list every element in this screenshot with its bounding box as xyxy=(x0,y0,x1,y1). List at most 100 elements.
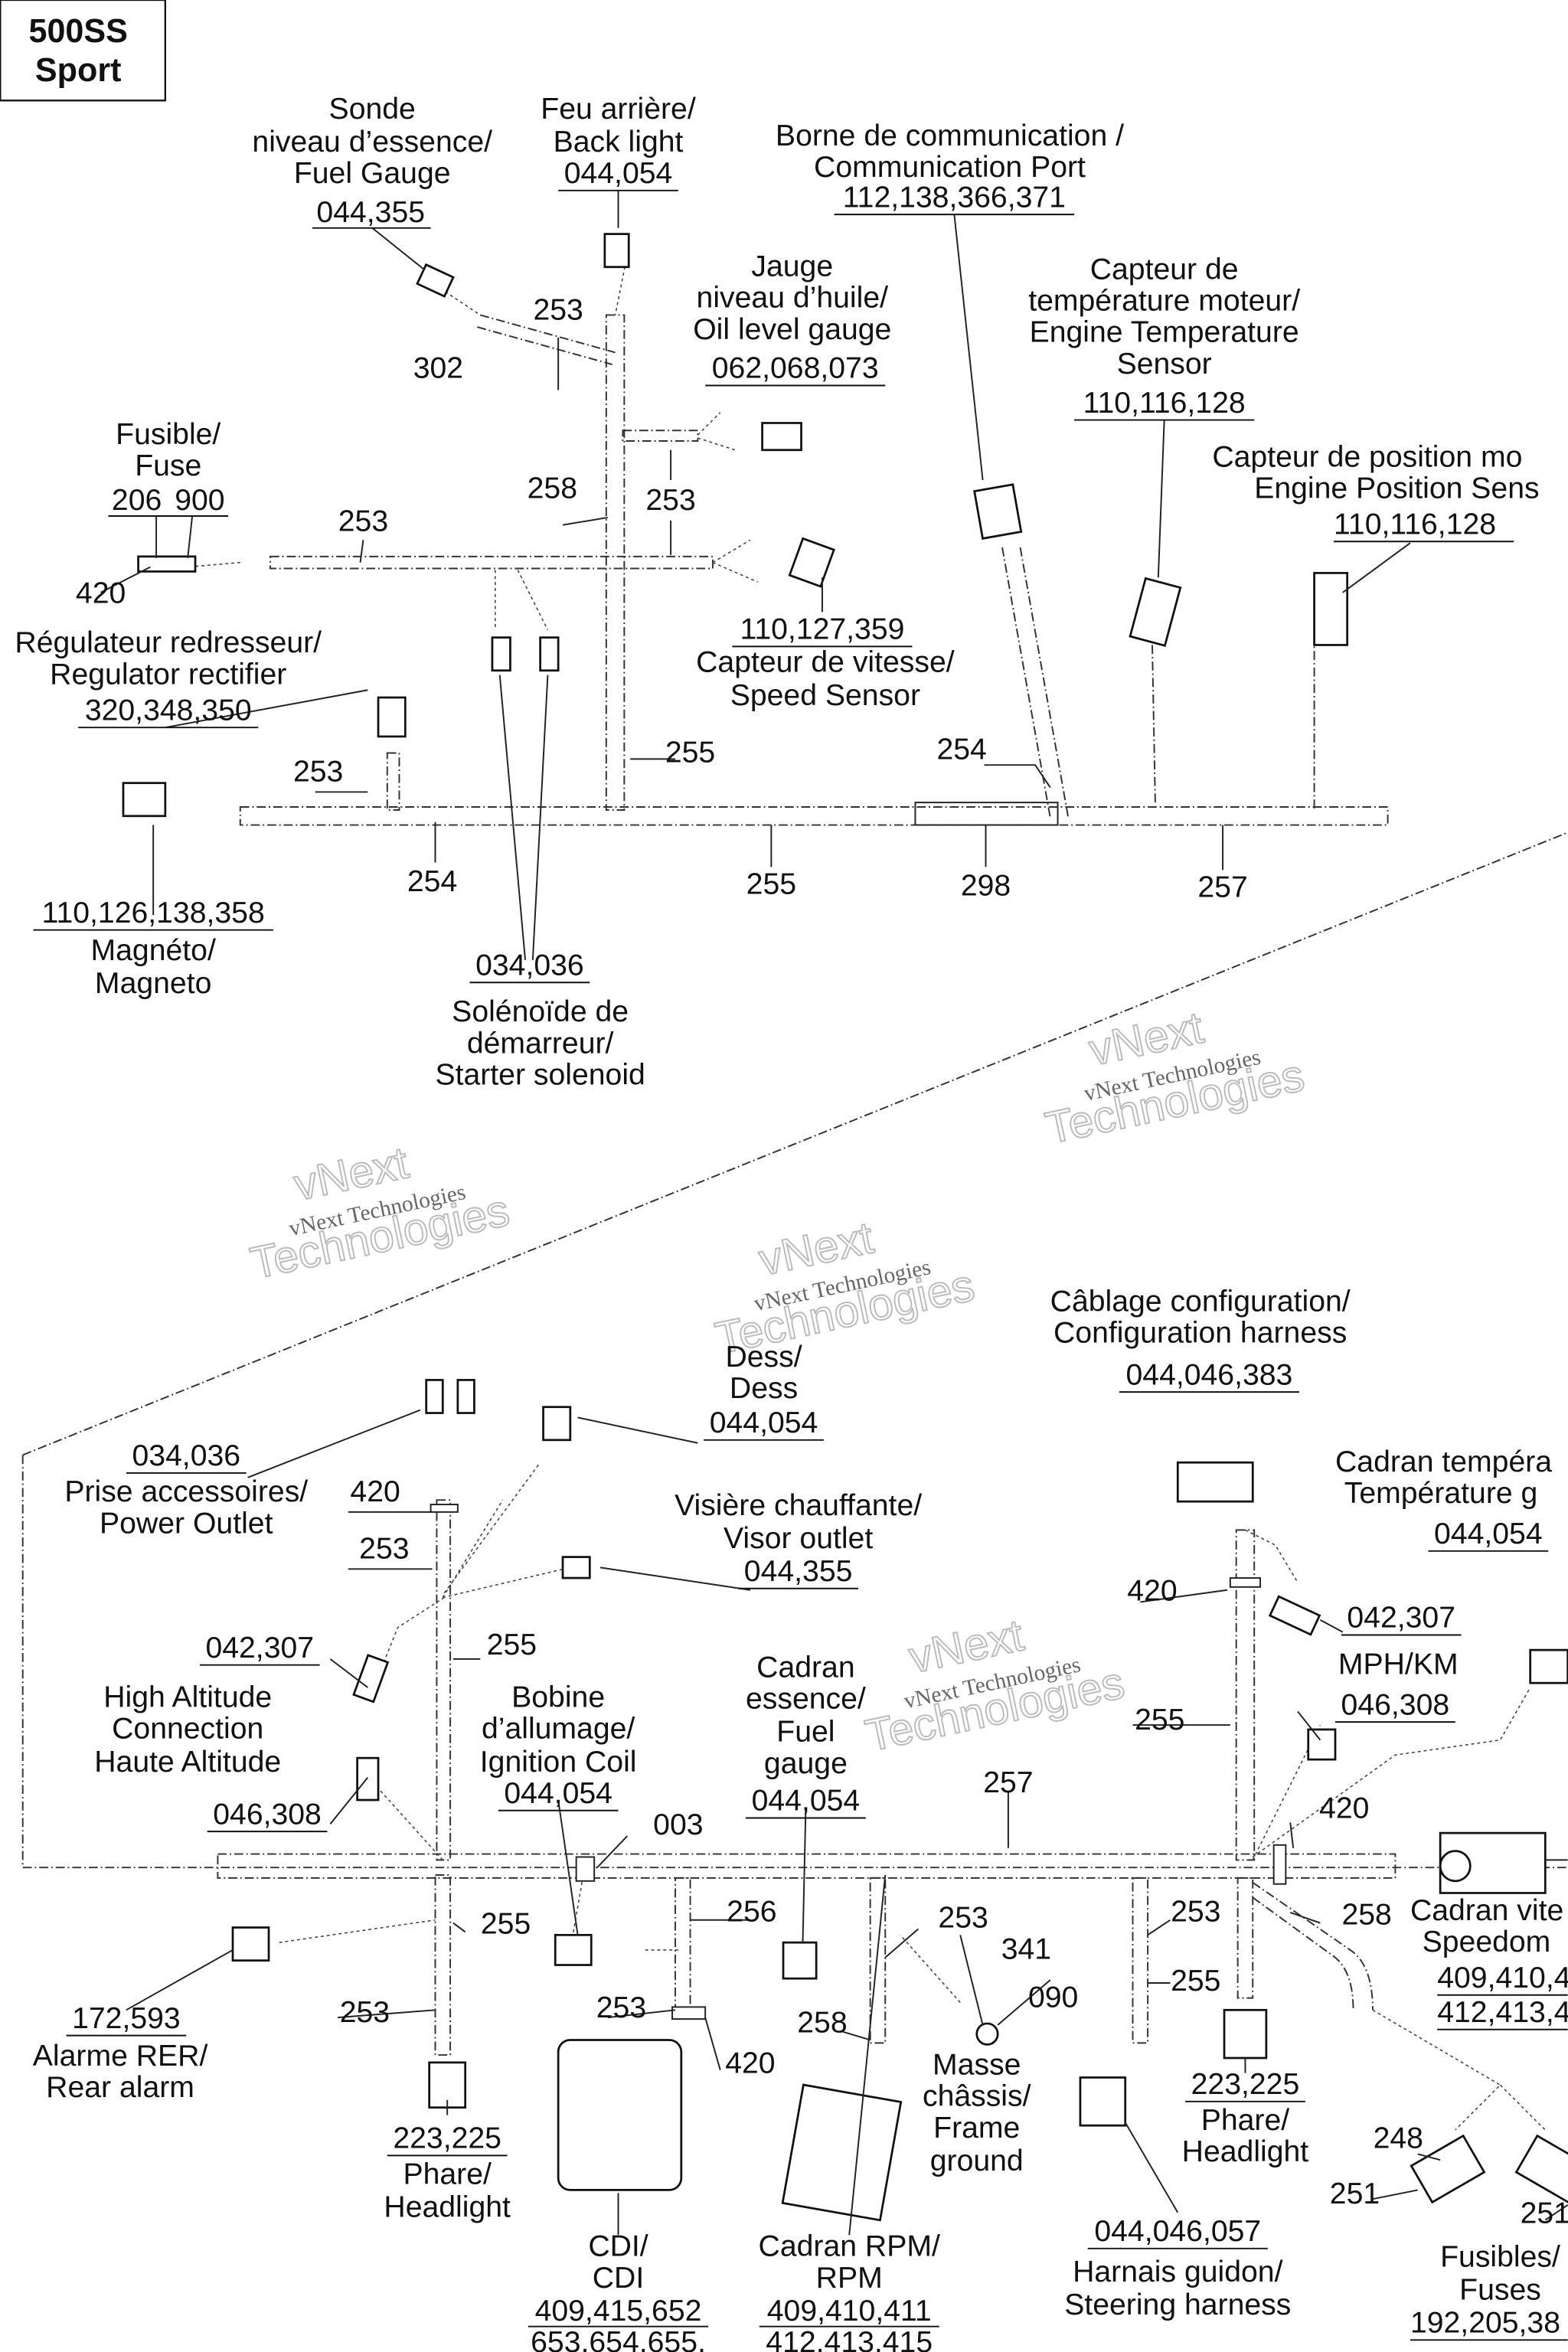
label-line: démarreur/ xyxy=(467,1027,614,1060)
regulator-connector xyxy=(377,696,407,738)
top-connectors xyxy=(122,233,1349,818)
label-ignition-coil: Bobine d’allumage/ Ignition Coil 044,054 xyxy=(480,1681,636,1811)
bottom-wire-numbers: 420 253 255 003 257 420 255 420 255 256 … xyxy=(340,1475,1392,2079)
label-cdi: CDI/ CDI 409,415,652 653,654,655, xyxy=(528,2230,709,2352)
high-altitude-connector xyxy=(352,1654,390,1704)
wire-number: 255 xyxy=(665,736,715,769)
part-numbers: 044,054 xyxy=(752,1785,861,1818)
comm-port-connector xyxy=(973,483,1023,540)
part-numbers: 206 xyxy=(112,484,162,517)
label-line: Headlight xyxy=(1182,2135,1309,2168)
config-harness-connector xyxy=(1176,1461,1254,1503)
part-numbers: 172,593 xyxy=(72,2002,181,2035)
label-line: Cadran tempéra xyxy=(1335,1446,1552,1478)
part-numbers: 034,036 xyxy=(475,949,584,982)
label-line: Alarme RER/ xyxy=(33,2040,208,2073)
part-numbers: 044,054 xyxy=(1434,1517,1543,1550)
label-line: CDI/ xyxy=(588,2230,648,2263)
label-line: Engine Position Sens xyxy=(1254,472,1539,505)
frame-ground-terminal xyxy=(975,2022,999,2046)
label-regulator: Régulateur redresseur/ Regulator rectifi… xyxy=(15,626,322,729)
label-line: Sensor xyxy=(1117,348,1212,381)
part-numbers: 110,116,128 xyxy=(1083,387,1246,420)
wire-number: 255 xyxy=(481,1907,531,1940)
wire-number: 256 xyxy=(727,1896,776,1929)
wire-number: 420 xyxy=(725,2047,775,2080)
temp-gauge-connector xyxy=(1529,1648,1568,1684)
mph-km-connector xyxy=(1268,1595,1321,1636)
wire-number: 420 xyxy=(350,1475,400,1508)
label-line: ground xyxy=(930,2145,1024,2177)
label-line: Configuration harness xyxy=(1054,1316,1347,1349)
power-outlet-connector-a xyxy=(425,1379,444,1414)
label-line: MPH/KM xyxy=(1338,1648,1459,1681)
part-numbers: 112,138,366,371 xyxy=(843,181,1066,214)
label-line: Feu arrière/ xyxy=(541,93,696,126)
section-divider xyxy=(21,831,1568,1869)
label-back-light: Feu arrière/ Back light 044,054 xyxy=(541,93,696,191)
part-numbers: 409,410,4 xyxy=(1437,1962,1568,1994)
part-numbers: 110,126,138,358 xyxy=(42,897,265,929)
wire-number: 253 xyxy=(359,1533,409,1566)
label-line: Température g xyxy=(1344,1477,1538,1510)
fuel-gauge-connector xyxy=(782,1941,818,1980)
wire-number: 258 xyxy=(1341,1899,1391,1932)
part-numbers: 044,054 xyxy=(504,1777,612,1810)
wire-number: 257 xyxy=(983,1766,1033,1799)
label-line: Capteur de vitesse/ xyxy=(696,646,955,679)
wire-number: 253 xyxy=(938,1902,988,1935)
wire-number: 253 xyxy=(338,505,388,538)
wire-number: 420 xyxy=(1127,1574,1177,1607)
part-numbers: 409,410,411 xyxy=(767,2295,932,2328)
fuel-gauge-connector xyxy=(416,263,455,298)
wire-number: 253 xyxy=(340,1996,390,2029)
label-line: Fuel xyxy=(776,1716,835,1749)
ignition-coil-connectors xyxy=(554,1933,593,1966)
label-line: Cadran xyxy=(756,1651,854,1684)
part-numbers: 412,413,4 xyxy=(1437,1996,1568,2029)
wire-number: 253 xyxy=(596,1991,646,2024)
part-numbers: 042,307 xyxy=(205,1632,314,1664)
label-line: Communication Port xyxy=(814,151,1086,184)
magneto-connector xyxy=(122,782,167,818)
label-rpm: Cadran RPM/ RPM 409,410,411 412,413,415 xyxy=(759,2230,940,2352)
label-config-harness: Câblage configuration/ Configuration har… xyxy=(1050,1285,1351,1393)
solenoid-connector-a xyxy=(491,636,511,672)
label-line: Speed Sensor xyxy=(730,679,920,712)
wire-number: 003 xyxy=(653,1808,703,1841)
steering-harness-connector xyxy=(1079,2076,1127,2127)
label-line: Magneto xyxy=(95,967,211,1000)
label-line: Fuse xyxy=(135,449,201,482)
wire-number: 253 xyxy=(1171,1896,1220,1929)
label-oil-gauge: Jauge niveau d’huile/ Oil level gauge 06… xyxy=(693,250,891,387)
oil-gauge-connector xyxy=(761,422,802,452)
label-line: Power Outlet xyxy=(100,1507,273,1540)
label-line: Prise accessoires/ xyxy=(64,1475,308,1508)
label-line: Visière chauffante/ xyxy=(675,1489,922,1522)
part-numbers: 251 xyxy=(1330,2177,1380,2210)
back-light-connector xyxy=(603,233,630,269)
part-numbers: 044,046,383 xyxy=(1126,1358,1293,1391)
top-wire-numbers: 253 302 258 253 253 255 254 253 254 255 … xyxy=(293,293,1248,903)
label-line: Fuel Gauge xyxy=(294,157,451,190)
part-numbers: 042,307 xyxy=(1347,1602,1455,1635)
label-line: Borne de communication / xyxy=(776,119,1124,152)
wire-number: 255 xyxy=(487,1628,537,1661)
label-line: essence/ xyxy=(746,1683,866,1716)
label-line: Regulator rectifier xyxy=(50,658,286,691)
part-numbers: 192,205,38 xyxy=(1410,2307,1560,2340)
label-line: Masse xyxy=(933,2049,1021,2082)
label-line: Visor outlet xyxy=(724,1522,873,1555)
part-numbers: 044,355 xyxy=(316,196,425,229)
part-numbers: 044,355 xyxy=(744,1555,853,1588)
fuse-holder xyxy=(137,555,197,573)
engine-position-connector xyxy=(1313,572,1349,646)
bottom-harness xyxy=(217,1462,1546,2131)
model-trim: Sport xyxy=(35,52,122,89)
label-comm-port: Borne de communication / Communication P… xyxy=(776,119,1124,216)
wire-number: 302 xyxy=(413,352,463,385)
label-line: Starter solenoid xyxy=(435,1058,645,1091)
model-name: 500SS xyxy=(29,13,128,50)
